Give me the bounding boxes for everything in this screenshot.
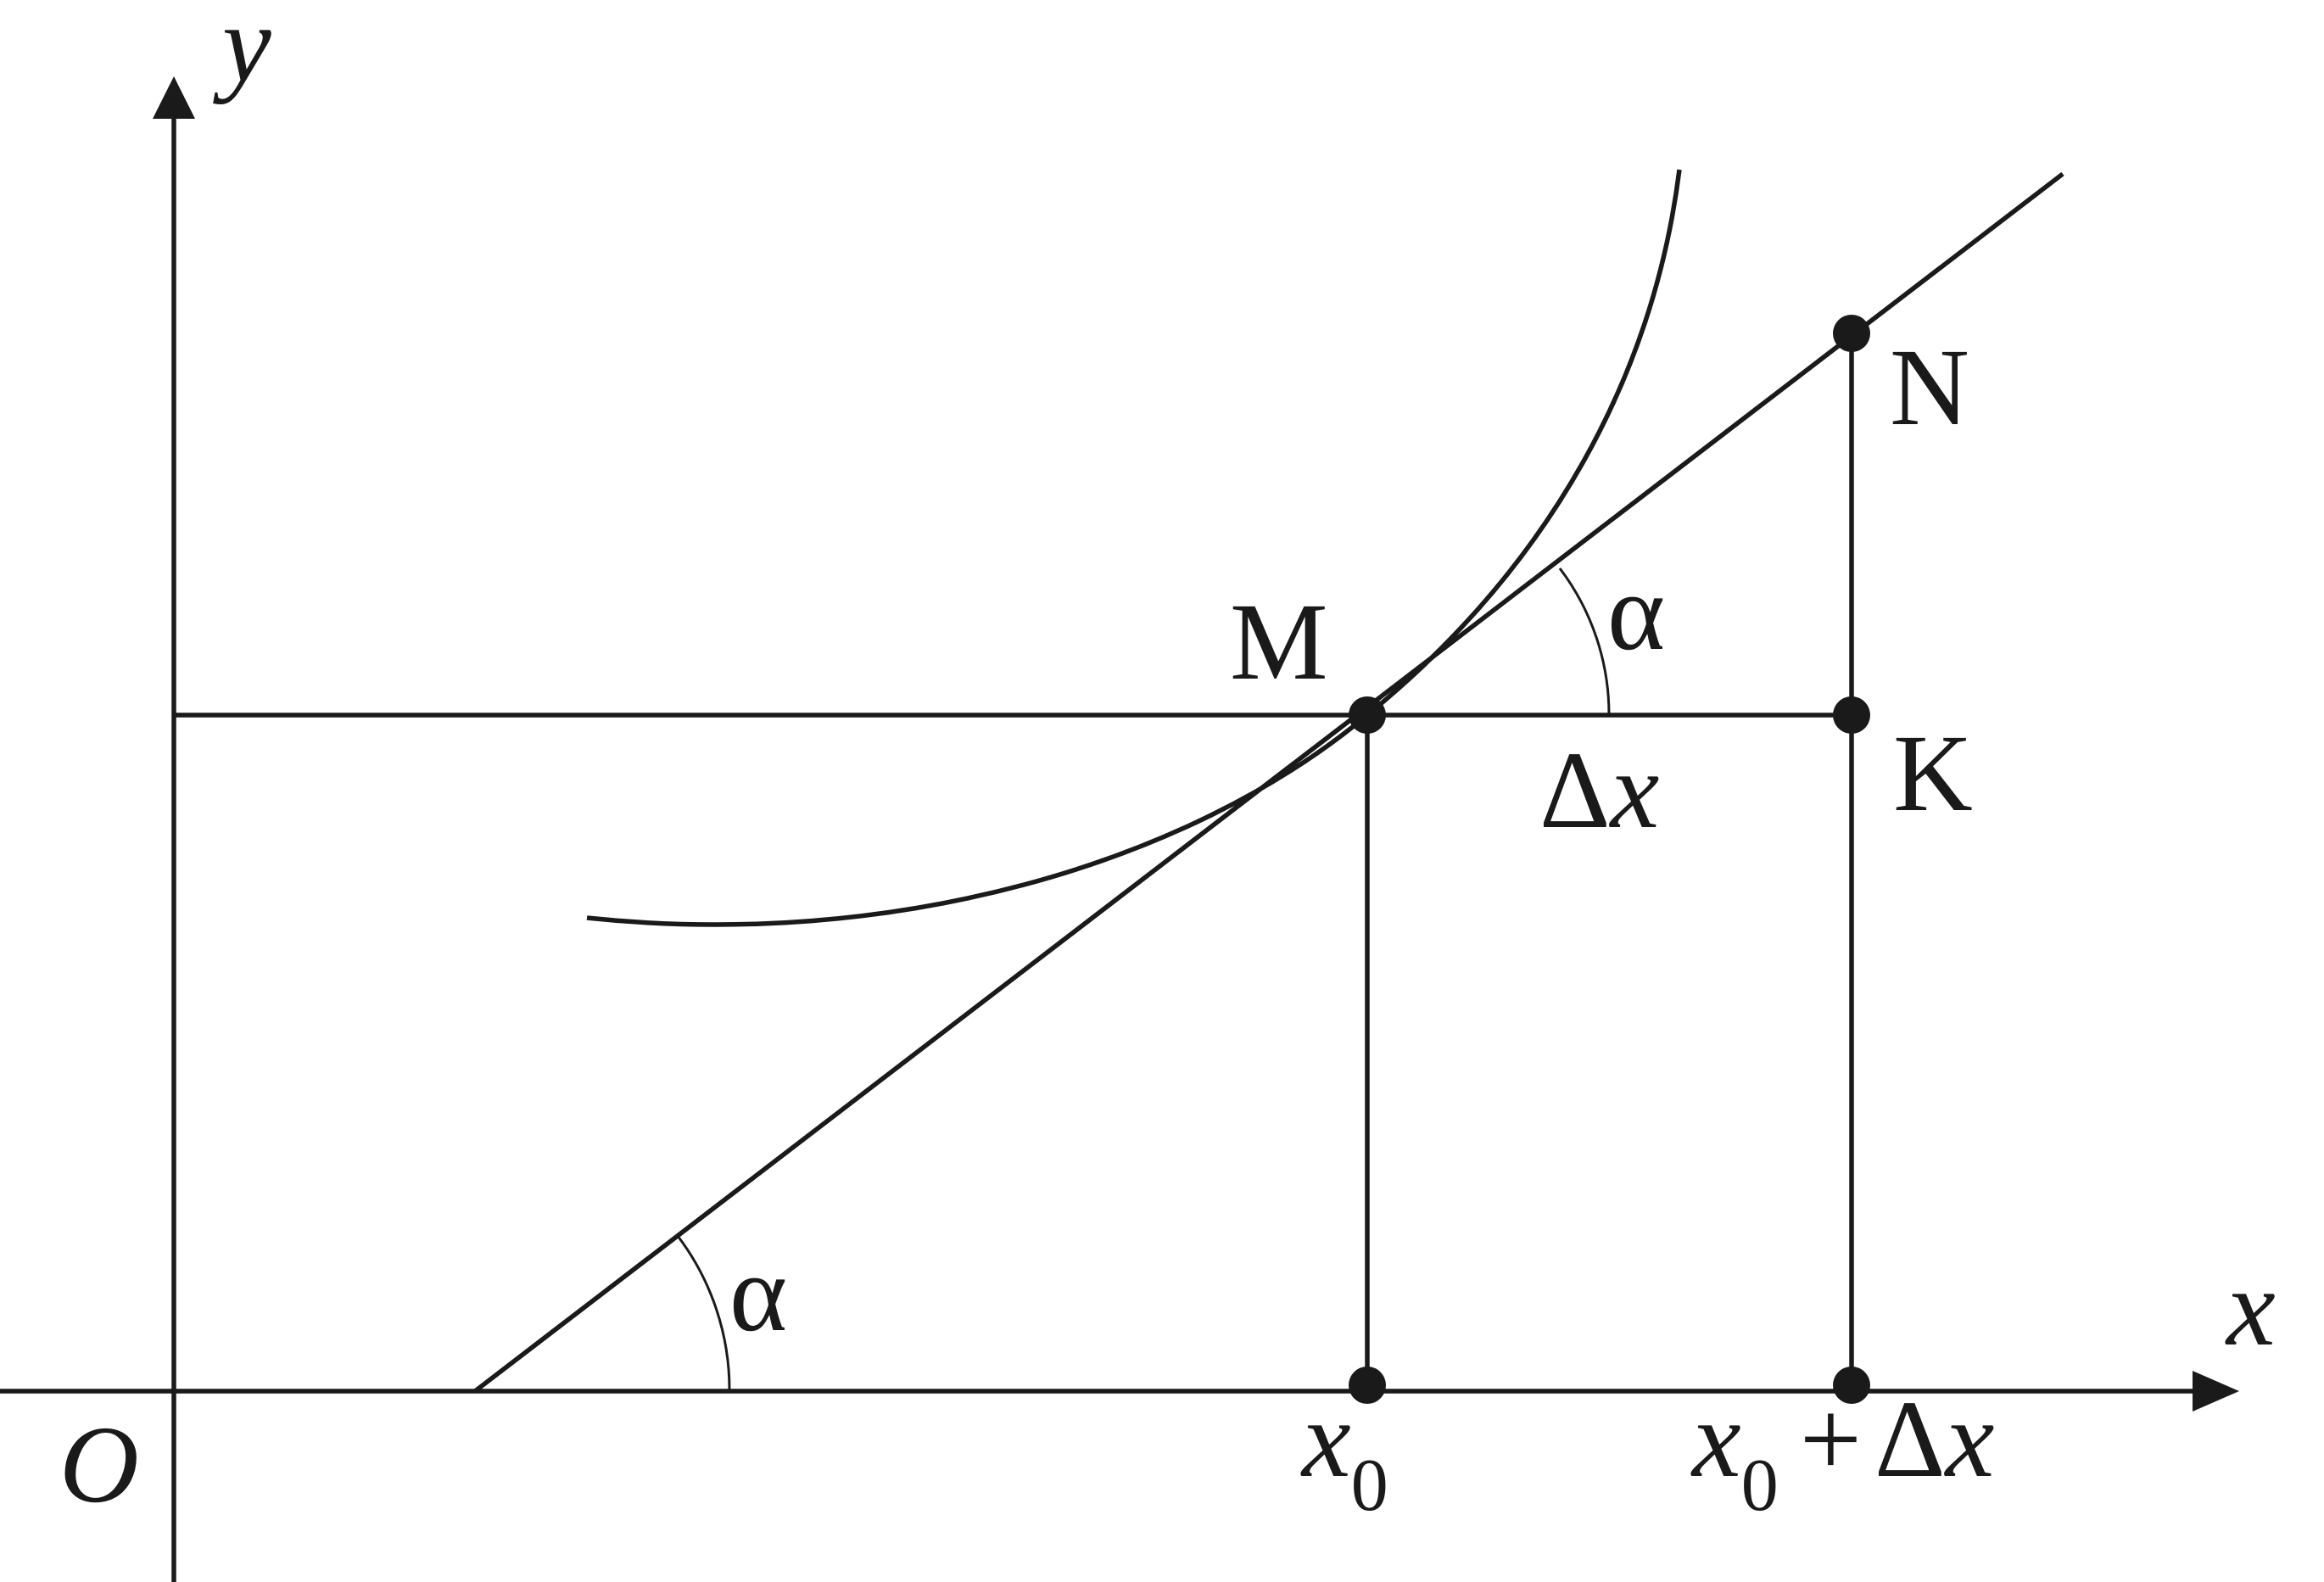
point-m-dot: [1349, 696, 1386, 734]
x0-subscript: 0: [1351, 1445, 1388, 1527]
origin-label: O: [59, 1404, 139, 1526]
delta-x-label: Δx: [1539, 730, 1659, 852]
y-axis-arrow-icon: [153, 76, 195, 119]
angle-arc-top: [1558, 567, 1611, 716]
x0dx-delta: Δ: [1874, 1378, 1946, 1501]
angle-bottom-label: α: [729, 1233, 787, 1355]
point-x0dx-dot: [1833, 1367, 1870, 1404]
x0dx-subscript: 0: [1741, 1445, 1779, 1527]
point-x0-dot: [1349, 1367, 1386, 1404]
point-n-label: N: [1890, 327, 1969, 449]
y-axis-label: y: [213, 0, 271, 105]
angle-arc-bottom: [676, 1235, 731, 1392]
x0-var: x: [1300, 1378, 1351, 1501]
angle-top-label: α: [1607, 551, 1665, 674]
x0-plus-dx-label: x0+Δx: [1690, 1378, 1994, 1527]
point-k-dot: [1833, 696, 1870, 734]
x0dx-x: x: [1944, 1378, 1995, 1501]
x-axis-arrow-icon: [2193, 1371, 2239, 1412]
point-n-dot: [1833, 315, 1870, 352]
function-curve: [586, 169, 1682, 927]
delta-x-var: x: [1609, 730, 1660, 852]
point-k-label: K: [1893, 713, 1973, 835]
x0dx-plus: +: [1800, 1378, 1862, 1501]
point-m-label: M: [1230, 581, 1328, 703]
x0dx-var: x: [1690, 1378, 1741, 1501]
x0-label: x0: [1300, 1378, 1388, 1527]
x-axis-label: x: [2225, 1247, 2276, 1369]
delta-symbol: Δ: [1539, 730, 1611, 852]
